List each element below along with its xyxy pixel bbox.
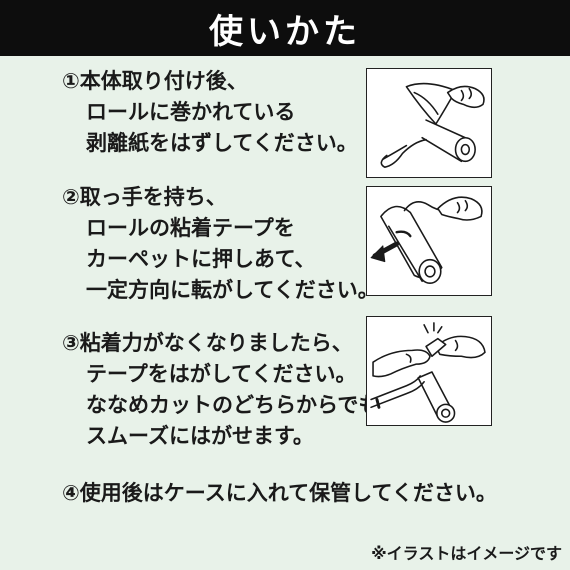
illustration-3	[366, 316, 492, 426]
step-2: ②取っ手を持ち、 ロールの粘着テープを カーペットに押しあて、 一定方向に転がし…	[62, 182, 379, 306]
step-1-line-1: ①本体取り付け後、	[62, 69, 248, 93]
roll-on-carpet-icon	[370, 196, 483, 285]
step-1-line-2: ロールに巻かれている	[86, 100, 296, 124]
illustration-1	[366, 68, 492, 178]
step-2-line-3: カーペットに押しあて、	[86, 247, 316, 271]
step-4: ④使用後はケースに入れて保管してください。	[62, 478, 497, 509]
peel-release-paper-icon	[380, 82, 485, 168]
step-4-line-1: ④使用後はケースに入れて保管してください。	[62, 481, 497, 505]
step-2-line-2: ロールの粘着テープを	[86, 216, 295, 240]
page-title: 使いかた	[209, 11, 361, 52]
step-2-line-1: ②取っ手を持ち、	[62, 185, 227, 209]
step-3-line-4: スムーズにはがせます。	[86, 424, 314, 448]
step-1-line-3: 剥離紙をはずしてください。	[86, 131, 358, 155]
step-3: ③粘着力がなくなりましたら、 テープをはがしてください。 ななめカットのどちらか…	[62, 328, 379, 452]
step-3-line-1: ③粘着力がなくなりましたら、	[62, 331, 353, 355]
step-3-line-2: テープをはがしてください。	[86, 362, 357, 386]
step-1: ①本体取り付け後、 ロールに巻かれている 剥離紙をはずしてください。	[62, 66, 358, 159]
page-header: 使いかた	[0, 0, 570, 56]
tear-tape-icon	[370, 322, 486, 423]
image-disclaimer: ※イラストはイメージです	[371, 544, 562, 563]
step-3-line-3: ななめカットのどちらからでも	[86, 393, 380, 417]
illustration-2	[366, 186, 492, 296]
step-2-line-4: 一定方向に転がしてください。	[86, 278, 379, 302]
